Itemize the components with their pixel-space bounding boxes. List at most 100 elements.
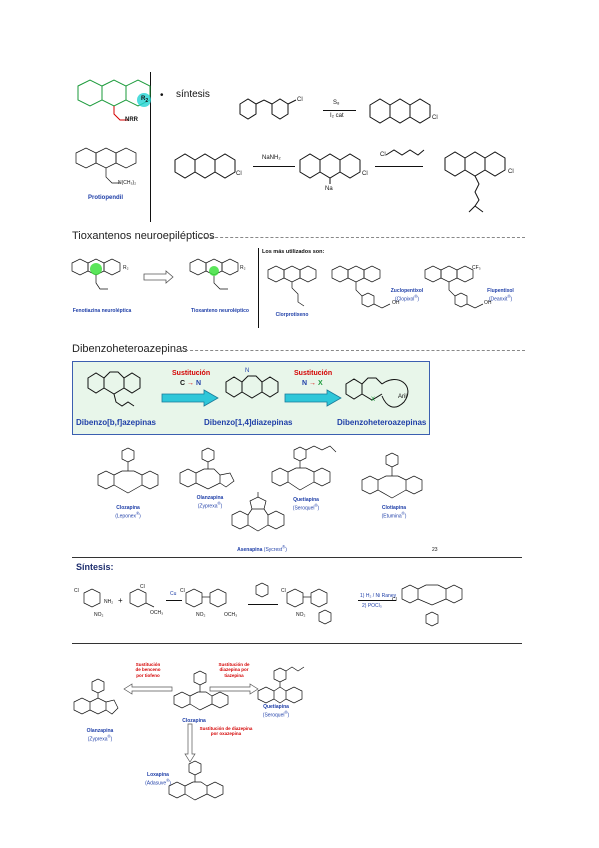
tiox-divider <box>258 248 259 328</box>
sintesis-reactant1 <box>83 588 101 608</box>
hr-2 <box>72 643 522 644</box>
sintesis-nh2: NH₂ <box>104 599 114 605</box>
loxapina-structure <box>168 760 224 801</box>
sintesis-methylpiperazine <box>255 582 269 598</box>
sintesis-cl1: Cl <box>74 588 79 594</box>
clorprotixeno-label: Clorprotixeno <box>275 312 309 318</box>
fenotiazina-structure <box>71 258 121 290</box>
reaction2-reagent-cl: Cl <box>380 152 386 158</box>
flupen-oh: OH <box>484 300 492 306</box>
dibenzodiazepina-structure <box>225 375 279 399</box>
tioxanteno-r2: R₂ <box>240 265 246 271</box>
clozapina-bottom-label: Clozapina <box>182 718 206 724</box>
asenapina-structure <box>231 492 285 532</box>
equivalence-arrow <box>143 270 174 284</box>
reaction2-arrow2 <box>375 166 423 167</box>
fenotiazina-label: Fenotiazina neuroléptica <box>72 308 132 314</box>
sintesis-product-cl: Cl <box>392 597 397 603</box>
sintesis-intermediate1 <box>185 588 227 608</box>
flupentixol-label: Flupentixol (Deanxit®) <box>487 288 514 303</box>
flupen-cf3: CF₃ <box>472 265 481 271</box>
zuclopentixol-label: Zuclopentixol (Clopixol®) <box>390 288 424 303</box>
reaction2-intermediate <box>299 153 361 184</box>
sust2-arrow <box>284 389 342 407</box>
quetiapina-label: Quetiapina (Seroquel®) <box>292 497 320 512</box>
dibenzo-title: Dibenzoheteroazepinas <box>72 343 188 355</box>
arrow-to-loxapina <box>184 723 196 763</box>
sintesis-int1-no2: NO₂ <box>196 612 206 618</box>
sintesis-bullet: • <box>160 90 164 101</box>
sintesis-intermediate2 <box>286 588 332 625</box>
box3-label: Dibenzoheteroazepinas <box>337 418 427 427</box>
reaction2-reagent-chain <box>385 149 425 156</box>
reaction1-reactant <box>239 98 297 120</box>
reaction2-na: Na <box>325 186 333 192</box>
page-number: 23 <box>432 547 438 553</box>
clotiapina-structure <box>361 452 423 499</box>
clozapina-label: Clozapina (Leponex®) <box>115 505 141 520</box>
sust1-formula: C → N <box>180 380 202 387</box>
sintesis-int1-cl: Cl <box>180 588 185 594</box>
dibenzoazepina-structure <box>87 371 141 407</box>
olanzapina-bottom-structure <box>73 678 119 715</box>
heteroazepina-aril: Aril <box>398 394 407 400</box>
sust2-formula: N → X <box>302 380 323 387</box>
reaction1-product <box>369 98 431 124</box>
flupentixol-structure <box>424 265 484 309</box>
olanzapina-label: Olanzapina (Zyprexa®) <box>196 495 224 510</box>
tioxanteno-label: Tioxanteno neuroléptico <box>191 308 249 314</box>
reaction2-nanh2: NaNH₂ <box>262 155 281 161</box>
reaction2-product-cl: Cl <box>508 169 514 175</box>
fenotiazina-r2: R₂ <box>123 265 129 271</box>
phenothiazine-general-structure <box>77 79 151 121</box>
sintesis-title: Síntesis: <box>76 562 114 572</box>
arrow-to-quetiapina <box>209 683 259 695</box>
sintesis-och3-1: OCH₃ <box>150 610 164 616</box>
protiopendil-substituent: N(CH₃)₂ <box>118 180 137 186</box>
tiox-dashes <box>200 237 525 238</box>
loxapina-label: Loxapina (Adasuve®) <box>145 772 171 787</box>
dibenzo-dashes <box>180 350 525 351</box>
sintesis-step2: 2) POCl₃ <box>362 603 382 609</box>
heteroazepina-structure <box>345 377 409 408</box>
sintesis-cu: Cu <box>170 591 177 597</box>
olanzapina-bottom-label: Olanzapina (Zyprexa®) <box>86 728 114 743</box>
clotiapina-label: Clotiapina (Etumina®) <box>381 505 407 520</box>
reaction1-product-cl: Cl <box>432 115 438 121</box>
asenapina-label: Asenapina (Sycrest®) <box>237 544 287 553</box>
zuclopentixol-structure <box>331 265 391 309</box>
sintesis-cl2: Cl <box>140 584 145 590</box>
sintesis-product <box>401 584 463 627</box>
sintesis-label: síntesis <box>176 89 210 100</box>
sintesis-int2-cl: Cl <box>281 588 286 594</box>
reaction1-cl: Cl <box>297 97 303 103</box>
diazepina-n: N <box>245 368 250 374</box>
arrow-to-olanzapina <box>123 683 173 695</box>
olanzapina-structure <box>179 447 235 490</box>
clorprotixeno-structure <box>267 265 317 307</box>
reaction2-reactant <box>174 153 236 179</box>
sintesis-arrow1 <box>166 600 182 601</box>
los-mas-label: Los más utilizados son: <box>262 249 325 255</box>
reaction1-s8: S₈ <box>333 100 340 106</box>
reaction2-arrow <box>253 166 295 167</box>
clozapina-bottom-structure <box>173 670 229 711</box>
vertical-divider <box>150 72 151 222</box>
heteroazepina-x: X <box>371 397 376 403</box>
reaction2-intermediate-cl: Cl <box>362 171 368 177</box>
quetiapina-structure <box>271 445 337 491</box>
hr-1 <box>72 557 522 558</box>
protiopendil-label: Protiopendil <box>88 195 123 201</box>
box1-label: Dibenzo[b,f]azepinas <box>76 418 157 427</box>
sust1-title: Sustitución <box>172 370 211 377</box>
tioxanteno-structure <box>189 258 239 290</box>
reaction1-arrow <box>323 110 356 111</box>
sintesis-plus: + <box>118 596 123 605</box>
nrr-label: NRR <box>125 117 138 123</box>
sintesis-reactant2 <box>129 588 155 608</box>
sintesis-step1: 1) H₂ / Ni Raney <box>360 593 397 599</box>
sust2-title: Sustitución <box>294 370 333 377</box>
tiox-title: Tioxantenos neuroepilépticos <box>72 230 215 242</box>
